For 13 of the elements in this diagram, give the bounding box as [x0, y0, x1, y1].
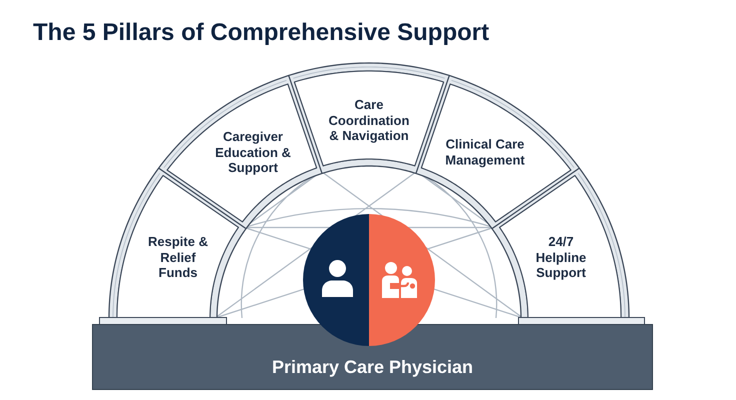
arch-segment	[498, 174, 622, 319]
pillar-label: Caregiver Education & Support	[214, 128, 292, 176]
band-label: Primary Care Physician	[272, 357, 474, 378]
arch-segment	[420, 83, 572, 223]
pillar-label: Care Coordination & Navigation	[328, 96, 410, 144]
pillar-label: Respite & Relief Funds	[147, 234, 209, 280]
pillar-label: Clinical Care Management	[444, 136, 526, 168]
arch-segment	[116, 174, 240, 319]
title: The 5 Pillars of Comprehensive Support	[33, 18, 490, 47]
pillar-label: 24/7 Helpline Support	[534, 234, 588, 280]
arch-segment	[166, 83, 318, 223]
arch-segment	[293, 70, 445, 167]
base-band	[92, 324, 653, 390]
